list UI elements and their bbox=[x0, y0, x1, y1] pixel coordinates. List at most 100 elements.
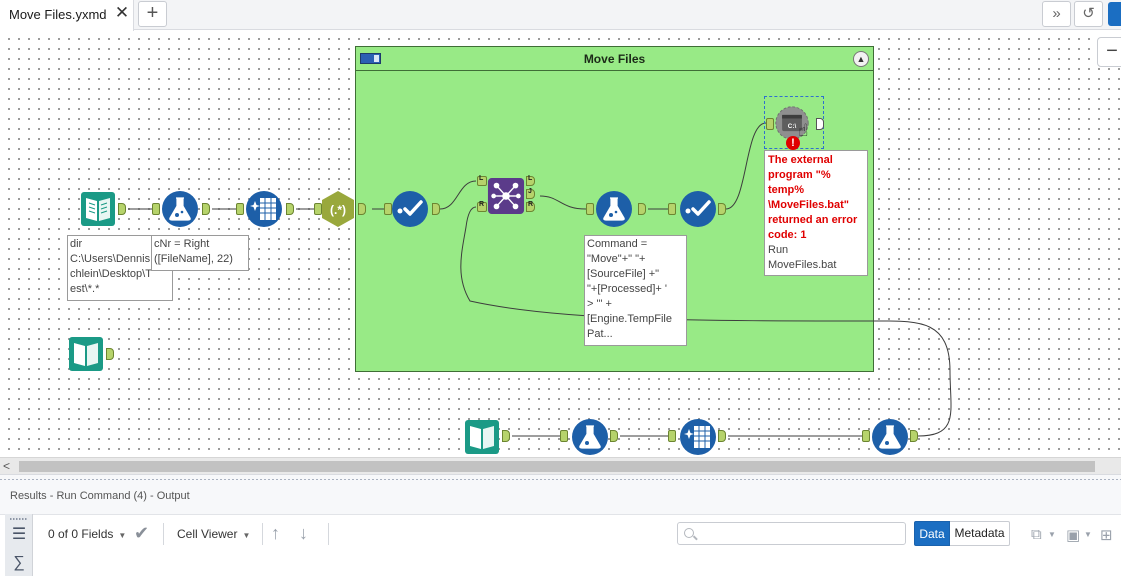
multi-field-formula-tool-2[interactable] bbox=[678, 417, 718, 457]
join-out-right-anchor[interactable]: R bbox=[526, 201, 535, 212]
output-anchor[interactable] bbox=[286, 203, 294, 215]
input-anchor[interactable] bbox=[314, 203, 322, 215]
list-icon[interactable]: ☰ bbox=[11, 526, 27, 543]
formula-2-annotation: Command = "Move"+" "+ [SourceFile] +" "+… bbox=[584, 235, 687, 346]
workflow-canvas[interactable]: Move Files ▲ bbox=[0, 31, 1121, 457]
output-anchor[interactable] bbox=[610, 430, 618, 442]
input-anchor[interactable] bbox=[236, 203, 244, 215]
formula-tool-4[interactable] bbox=[870, 417, 910, 457]
book-icon bbox=[81, 192, 115, 226]
output-anchor[interactable] bbox=[638, 203, 646, 215]
input-anchor[interactable] bbox=[586, 203, 594, 215]
results-title: Results - Run Command (4) - Output bbox=[10, 490, 190, 502]
output-anchor[interactable] bbox=[718, 430, 726, 442]
container-header[interactable]: Move Files ▲ bbox=[356, 47, 873, 71]
error-message: The external program "% temp% \MoveFiles… bbox=[768, 154, 858, 241]
input-anchor[interactable] bbox=[862, 430, 870, 442]
rail-grip[interactable] bbox=[10, 518, 28, 520]
input-data-tool-3[interactable] bbox=[462, 417, 502, 457]
regex-tool[interactable]: (.*) bbox=[318, 189, 358, 229]
results-search-input[interactable] bbox=[677, 522, 906, 545]
join-left-anchor[interactable]: L bbox=[477, 175, 487, 186]
input-data-tool[interactable] bbox=[78, 189, 118, 229]
connection-wires bbox=[128, 122, 952, 437]
flask-icon bbox=[162, 191, 198, 227]
add-column-icon[interactable]: ⊞ bbox=[1100, 527, 1113, 544]
chevron-down-icon: ▼ bbox=[118, 531, 127, 540]
results-left-rail: ☰ ∑ bbox=[5, 514, 33, 576]
input-anchor[interactable] bbox=[668, 203, 676, 215]
error-icon: ! bbox=[786, 136, 800, 150]
chevron-down-icon[interactable]: ▼ bbox=[1084, 530, 1092, 539]
output-anchor[interactable] bbox=[816, 118, 824, 130]
output-anchor[interactable] bbox=[502, 430, 510, 442]
collapse-container-button[interactable]: ▲ bbox=[853, 51, 869, 67]
document-tab-bar: Move Files.yxmd ✕ + » ↺ bbox=[0, 0, 1121, 31]
output-anchor[interactable] bbox=[910, 430, 918, 442]
anchor-label: R bbox=[479, 201, 485, 208]
horizontal-scrollbar[interactable]: < bbox=[0, 457, 1121, 474]
formula-tool-1[interactable] bbox=[160, 189, 200, 229]
input-data-tool-2[interactable] bbox=[66, 334, 106, 374]
toolbar-divider bbox=[262, 523, 263, 545]
anchor-label: J bbox=[528, 188, 532, 195]
multi-field-formula-tool[interactable] bbox=[244, 189, 284, 229]
flask-icon bbox=[572, 419, 608, 455]
input-anchor[interactable] bbox=[668, 430, 676, 442]
fields-label: 0 of 0 Fields bbox=[48, 527, 114, 541]
output-anchor[interactable] bbox=[432, 203, 440, 215]
output-anchor[interactable] bbox=[358, 203, 366, 215]
results-divider[interactable] bbox=[0, 479, 1121, 480]
check-icon bbox=[680, 191, 716, 227]
run-command-tool[interactable]: C:\ bbox=[774, 105, 810, 141]
tab-move-files[interactable]: Move Files.yxmd ✕ bbox=[0, 0, 134, 31]
search-icon bbox=[684, 528, 694, 538]
join-tool[interactable] bbox=[487, 177, 525, 215]
tab-data[interactable]: Data bbox=[914, 521, 950, 546]
sigma-icon[interactable]: ∑ bbox=[13, 554, 25, 571]
toolbar-divider bbox=[328, 523, 329, 545]
container-icon bbox=[360, 53, 381, 64]
run-command-annotation: The external program "% temp% \MoveFiles… bbox=[764, 150, 868, 276]
scroll-left-icon[interactable]: < bbox=[3, 459, 11, 473]
sparkle-table-icon bbox=[246, 191, 282, 227]
join-out-left-anchor[interactable]: L bbox=[526, 175, 535, 186]
select-tool-2[interactable] bbox=[678, 189, 718, 229]
formula-tool-2[interactable] bbox=[594, 189, 634, 229]
arrow-up-icon[interactable]: ↑ bbox=[271, 523, 280, 543]
book-icon bbox=[465, 420, 499, 454]
check-icon bbox=[392, 191, 428, 227]
scrollbar-thumb[interactable] bbox=[19, 461, 1095, 472]
expand-panels-button[interactable]: » bbox=[1042, 1, 1071, 27]
run-button[interactable] bbox=[1108, 2, 1121, 26]
new-tab-button[interactable]: + bbox=[138, 1, 167, 27]
input-anchor[interactable] bbox=[152, 203, 160, 215]
tab-metadata[interactable]: Metadata bbox=[950, 521, 1010, 546]
input-anchor[interactable] bbox=[766, 118, 774, 130]
chevron-down-icon: ▼ bbox=[242, 531, 251, 540]
close-icon[interactable]: ✕ bbox=[114, 3, 130, 22]
output-anchor[interactable] bbox=[118, 203, 126, 215]
results-header: Results - Run Command (4) - Output bbox=[0, 474, 1121, 514]
book-icon bbox=[69, 337, 103, 371]
copy-icon[interactable]: ⧉ bbox=[1031, 526, 1042, 543]
arrow-down-icon[interactable]: ↓ bbox=[299, 523, 308, 543]
history-icon[interactable]: ↺ bbox=[1074, 1, 1103, 27]
checkmark-icon[interactable]: ✔ bbox=[134, 523, 150, 543]
cell-viewer-dropdown[interactable]: Cell Viewer▼ bbox=[177, 527, 250, 541]
input-anchor[interactable] bbox=[560, 430, 568, 442]
save-icon[interactable]: ▣ bbox=[1066, 527, 1081, 544]
join-out-join-anchor[interactable]: J bbox=[526, 188, 535, 199]
output-anchor[interactable] bbox=[106, 348, 114, 360]
input-anchor[interactable] bbox=[384, 203, 392, 215]
zoom-out-button[interactable]: − bbox=[1097, 37, 1121, 67]
fields-dropdown[interactable]: 0 of 0 Fields ▼ bbox=[48, 527, 126, 541]
chevron-down-icon[interactable]: ▼ bbox=[1048, 530, 1056, 539]
output-anchor[interactable] bbox=[202, 203, 210, 215]
output-anchor[interactable] bbox=[718, 203, 726, 215]
toolbar-divider bbox=[163, 523, 164, 545]
join-right-anchor[interactable]: R bbox=[477, 201, 487, 212]
cmd-prompt-icon: C:\ bbox=[775, 106, 809, 140]
formula-tool-3[interactable] bbox=[570, 417, 610, 457]
select-tool-1[interactable] bbox=[390, 189, 430, 229]
